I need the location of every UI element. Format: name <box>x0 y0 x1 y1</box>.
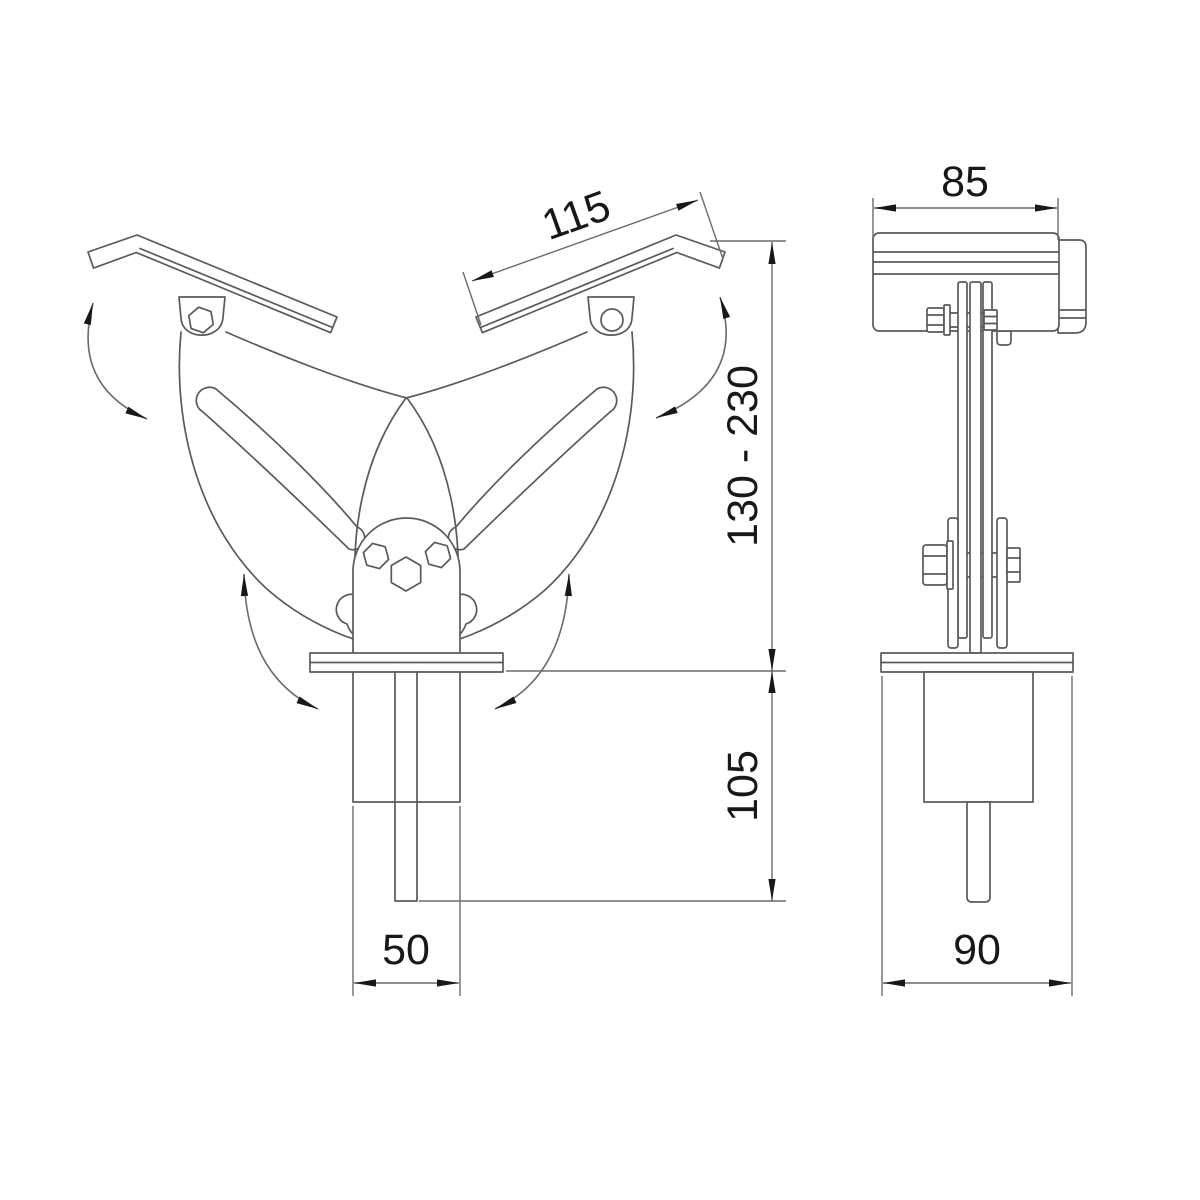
dim-pad-length-line <box>471 199 699 282</box>
rotation-arrow-upper-right-icon <box>655 296 731 419</box>
dim-column-width-ext-lines <box>352 806 461 996</box>
rotation-arrow-upper-left-icon <box>83 302 148 420</box>
right-arm <box>335 331 635 651</box>
front-inner-rod <box>394 671 418 902</box>
side-block <box>923 671 1034 803</box>
front-flange-plate <box>309 652 504 673</box>
right-pivot-lug <box>587 296 635 336</box>
side-base <box>880 652 1074 903</box>
dim-height-range-label: 130 - 230 <box>719 365 767 547</box>
right-pad-surface-line <box>479 247 674 329</box>
dim-base-width-ext-lines <box>881 676 1073 996</box>
arm-plate-left <box>957 281 968 639</box>
left-arm-slot <box>195 386 366 551</box>
dim-lower-section-label: 105 <box>719 750 767 822</box>
upper-bolt-head-facets <box>926 314 945 326</box>
side-view: 85 90 <box>872 158 1087 996</box>
dim-pad-width-label: 85 <box>941 158 989 206</box>
dim-pad-width-ext-lines <box>872 198 1059 240</box>
dim-pad-width: 85 <box>872 158 1059 240</box>
hub-bolt-head-facets <box>922 555 948 575</box>
hub-bolt-center <box>390 556 422 592</box>
arm-plate-right <box>982 281 993 639</box>
rotation-arrow-lower-right-icon <box>494 573 572 710</box>
dim-pad-length-ext-lines <box>462 191 724 326</box>
side-upper-bolt <box>926 304 998 336</box>
right-pivot-hole <box>600 308 624 332</box>
dim-height-range: 130 - 230 <box>710 240 786 671</box>
left-pad-surface-line <box>139 247 334 329</box>
hub-plate-right <box>996 517 1008 649</box>
hub-bolts <box>362 541 452 592</box>
side-pad-layer-lines <box>873 251 1059 275</box>
hub-bolt-left <box>362 542 390 570</box>
side-pad-lip-tab <box>1057 239 1087 334</box>
side-inner-rod <box>966 801 991 903</box>
upper-bolt-nut <box>983 309 998 331</box>
dim-base-width: 90 <box>881 676 1073 996</box>
center-plate <box>969 281 982 654</box>
right-arm-slot <box>447 386 618 551</box>
hub-bolt-right <box>424 541 452 569</box>
side-hub-bolt <box>922 540 1021 590</box>
hub-bolt-nut-facets <box>1006 557 1021 573</box>
dim-lower-section-ext-lines <box>419 670 786 902</box>
rotation-arrow-lower-left-icon <box>240 573 319 710</box>
upper-bolt-head <box>926 307 945 333</box>
hub-bolt-head <box>922 544 948 586</box>
left-pivot-bolt <box>187 306 215 334</box>
front-view: 115 130 - 230 105 50 <box>83 182 786 996</box>
left-pad <box>87 234 338 334</box>
dim-column-width: 50 <box>352 806 461 996</box>
dim-column-width-label: 50 <box>382 926 430 974</box>
side-pad-small-tab <box>996 330 1012 346</box>
dim-pad-length-label: 115 <box>536 182 617 250</box>
upper-bolt-washer <box>943 304 951 336</box>
left-pivot-lug <box>178 296 226 336</box>
right-arm-outline <box>335 331 635 651</box>
upper-bolt-nut-facets <box>983 315 998 325</box>
side-pad-lip-lines <box>1058 309 1087 319</box>
side-plates <box>947 281 1008 654</box>
dim-base-width-label: 90 <box>953 926 1001 974</box>
dim-lower-section: 105 <box>419 670 786 902</box>
hub-bolt-washer <box>946 540 954 590</box>
hub-bolt-nut <box>1006 547 1021 583</box>
